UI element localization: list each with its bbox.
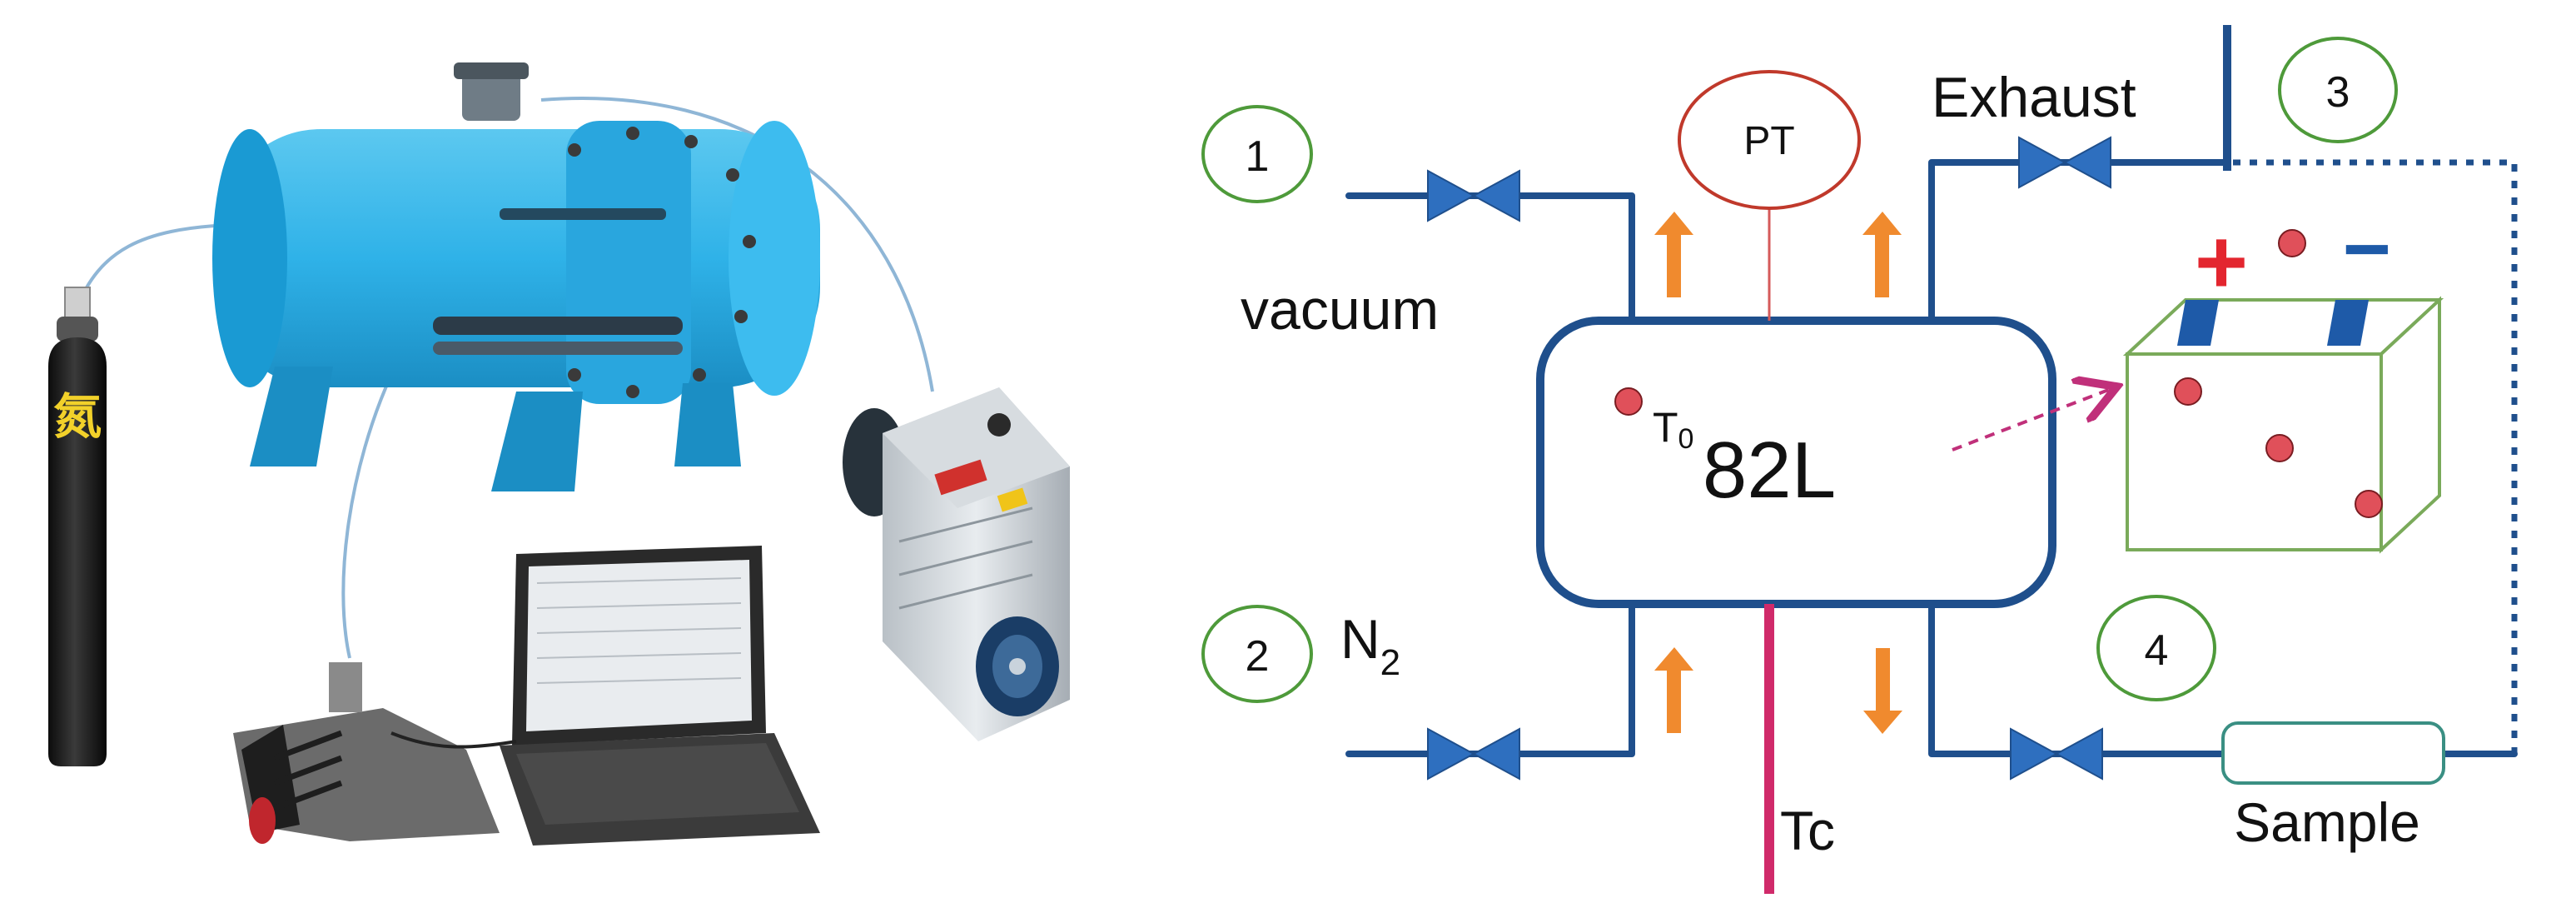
schematic-panel: 82L T0 PT Tc Sample [1201,25,2518,894]
hose-vessel-to-dataloger [341,374,393,659]
node-3-label: 3 [2326,68,2350,117]
exhaust-line [1928,159,2230,324]
pressure-vessel [212,62,820,491]
chamber-volume-label: 82L [1703,426,1836,515]
n2-label: N2 [1340,608,1400,683]
tc-label: Tc [1780,800,1835,861]
node-4-circle [2096,595,2216,701]
hose-cylinder-to-vessel [75,223,230,309]
t0-sensor-dot [1614,387,1643,416]
flow-arrow-vacuum-up [1654,212,1693,297]
chamber-82l [1536,317,2056,608]
sample-tube [2221,721,2445,785]
negative-terminal-sign: − [2343,202,2391,296]
chamber-to-cell-pointer [1952,389,2111,451]
node-1-label: 1 [1246,132,1270,181]
sample-label: Sample [2234,791,2420,853]
data-logger [233,662,517,844]
node-2-label: 2 [1246,632,1270,681]
vacuum-pump [843,387,1070,741]
t0-label: T0 [1653,404,1693,455]
exhaust-label: Exhaust [1932,66,2136,129]
pt-gauge [1678,70,1861,210]
battery-cell [2122,229,2444,554]
flow-arrow-sample-down [1863,648,1902,734]
laptop [500,546,820,846]
pt-label: PT [1743,119,1794,163]
vacuum-valve[interactable] [1427,169,1520,222]
node-4-label: 4 [2145,626,2169,675]
nitrogen-valve[interactable] [1427,727,1520,781]
vacuum-label: vacuum [1241,278,1439,342]
flow-arrow-exhaust-up [1862,212,1902,297]
node-3-circle [2278,37,2398,143]
photo-panel: 氮 [48,62,1070,846]
flow-arrow-nitrogen-up [1654,647,1693,733]
cylinder-label: 氮 [53,390,102,444]
node-2-circle [1201,605,1313,703]
exhaust-valve[interactable] [2018,136,2111,189]
sample-valve[interactable] [2010,727,2103,781]
positive-terminal-sign: + [2195,211,2248,313]
nitrogen-cylinder: 氮 [48,287,107,766]
node-1-circle [1201,105,1313,203]
sample-line [1928,601,2226,757]
